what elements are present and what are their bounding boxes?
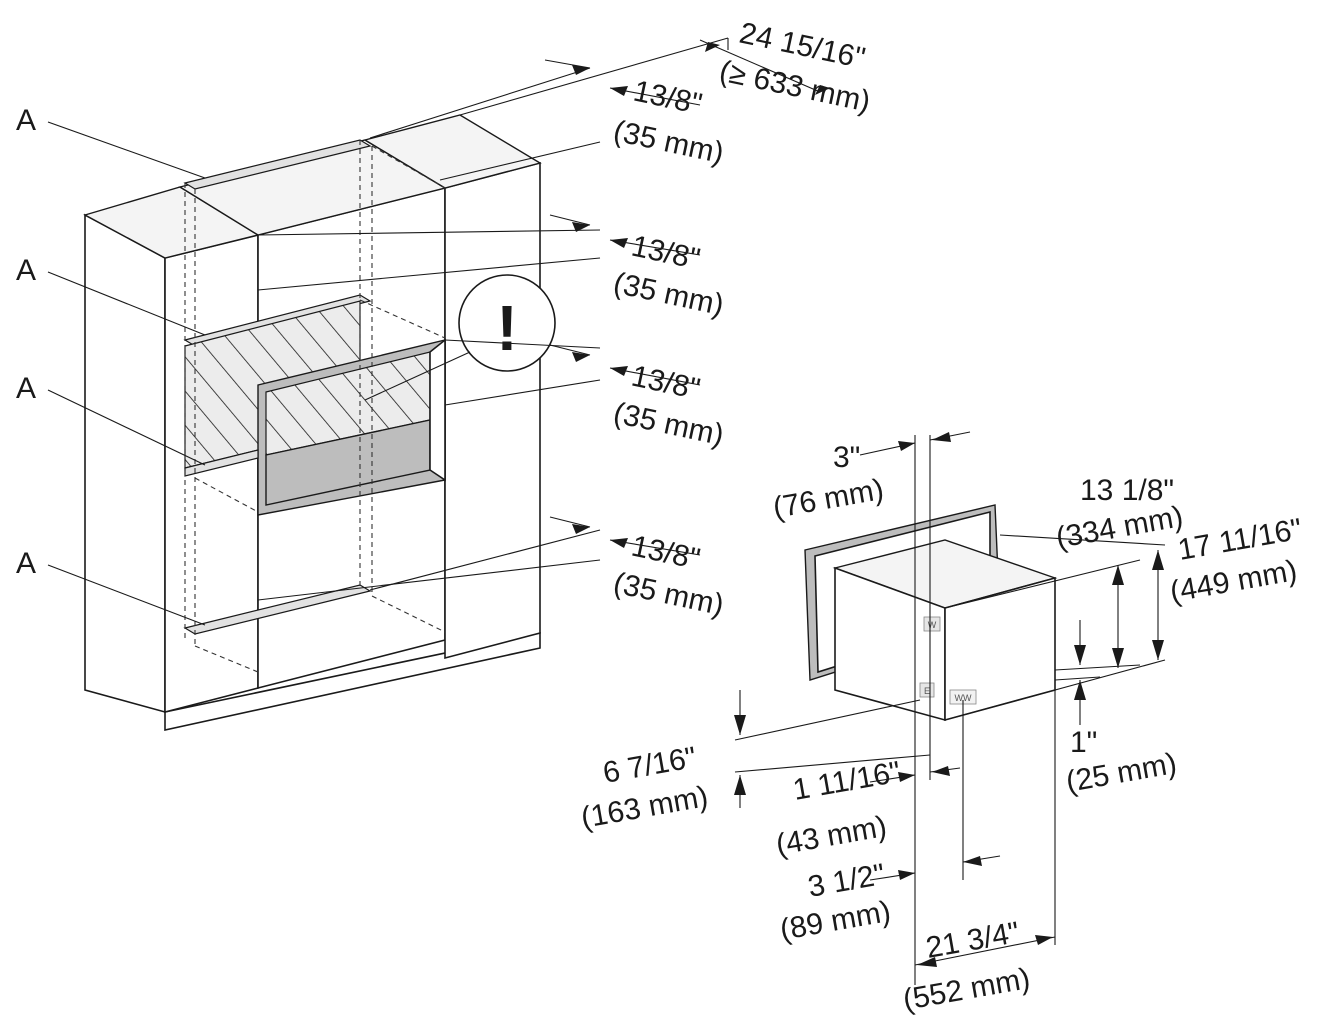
water-inlet-label: W [928, 620, 937, 630]
dim-front-depth-in: 3" [833, 441, 860, 474]
dim-gap-bottom-in: 13/8" [629, 530, 703, 577]
warning-mark: ! [496, 292, 517, 364]
warning-symbol: ! [364, 274, 556, 401]
right-cabinet-front [444, 161, 541, 660]
label-a-upper: A [16, 254, 36, 287]
dim-gap-bottom-mm: (35 mm) [611, 567, 727, 622]
dim-front-depth-mm: (76 mm) [770, 473, 886, 525]
appliance-detail: W E WW [734, 431, 1166, 985]
label-a-middle: A [16, 372, 36, 405]
cabinet-assembly [83, 114, 542, 731]
right-cabinet-top [363, 114, 542, 189]
label-a-top: A [16, 104, 36, 137]
dim-gap-second-mm: (35 mm) [611, 267, 727, 322]
cabinet-dimension-lines [257, 37, 830, 601]
dim-e-offset-mm: (43 mm) [773, 810, 889, 862]
cabinet-dimension-texts: 24 15/16" (≥ 633 mm) 13/8" (35 mm) 13/8"… [611, 17, 874, 622]
dim-ww-offset-mm: (89 mm) [777, 895, 893, 947]
left-cabinet-front [164, 233, 259, 714]
top-vent-slot [183, 139, 372, 190]
dim-body-height-in: 13 1/8" [1080, 474, 1174, 507]
dim-service-height-in: 6 7/16" [600, 741, 698, 790]
dim-gap-third-in: 13/8" [629, 360, 703, 407]
waste-water-label: WW [955, 693, 972, 703]
dim-gap-third-mm: (35 mm) [611, 397, 727, 452]
dim-gap-top-mm: (35 mm) [611, 115, 727, 170]
dim-body-height-mm: (334 mm) [1053, 500, 1185, 555]
bottom-vent-slot [183, 584, 372, 635]
label-a-bottom: A [16, 547, 36, 580]
dim-gap-top-in: 13/8" [631, 75, 705, 122]
a-labels: A A A A [16, 104, 206, 626]
dim-gap-second-in: 13/8" [629, 230, 703, 277]
dim-e-offset-in: 1 11/16" [790, 756, 903, 807]
dim-service-height-mm: (163 mm) [578, 780, 710, 835]
dim-bottom-offset-in: 1" [1070, 726, 1097, 759]
dim-body-depth-in: 21 3/4" [923, 916, 1021, 965]
appliance-side-panel [429, 338, 446, 482]
left-cabinet-side [84, 213, 166, 714]
dim-body-depth-mm: (552 mm) [900, 962, 1032, 1017]
electric-label: E [924, 686, 930, 696]
